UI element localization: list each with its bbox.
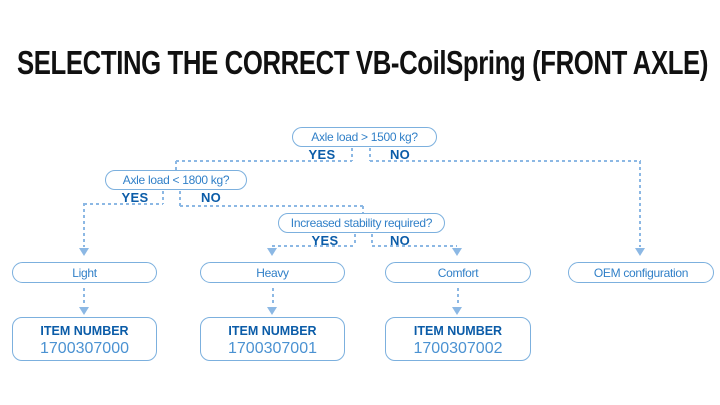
decision-3-yes-label: YES (311, 233, 339, 248)
outcome-comfort-label: Comfort (437, 265, 479, 280)
decision-1-no-label: NO (389, 147, 411, 162)
connector-d1-no-horizontal (370, 160, 641, 162)
item-box-heavy: ITEM NUMBER 1700307001 (200, 317, 345, 361)
connector-d2-yes-stub (162, 191, 164, 204)
item-box-comfort: ITEM NUMBER 1700307002 (385, 317, 531, 361)
item-number-comfort: 1700307002 (413, 340, 503, 357)
arrowhead-light-item-icon (79, 307, 89, 315)
arrowhead-oem-icon (635, 248, 645, 256)
page-title: SELECTING THE CORRECT VB-CoilSpring (FRO… (17, 44, 709, 81)
item-label-light: ITEM NUMBER (40, 324, 129, 338)
arrowhead-heavy-item-icon (267, 307, 277, 315)
decision-increased-stability-text: Increased stability required? (290, 216, 433, 230)
decision-2-yes-label: YES (121, 190, 149, 205)
decision-increased-stability: Increased stability required? (278, 213, 445, 233)
connector-to-d2-stub (175, 161, 177, 170)
connector-d3-yes-horizontal (272, 245, 355, 247)
decision-2-no-label: NO (200, 190, 222, 205)
connector-light-item (83, 288, 85, 306)
connector-d3-no-stub (371, 234, 373, 246)
outcome-oem-label: OEM configuration (593, 265, 689, 280)
decision-axle-load-1500-text: Axle load > 1500 kg? (311, 130, 418, 144)
arrowhead-comfort-item-icon (452, 307, 462, 315)
connector-heavy-item (272, 288, 274, 306)
item-box-light: ITEM NUMBER 1700307000 (12, 317, 157, 361)
arrowhead-light-icon (79, 248, 89, 256)
outcome-light-label: Light (72, 265, 97, 280)
connector-comfort-item (457, 288, 459, 306)
decision-1-yes-label: YES (308, 147, 336, 162)
connector-d3-no-horizontal (372, 245, 457, 247)
connector-d2-yes-horizontal (84, 203, 163, 205)
connector-d2-no-stub (179, 191, 181, 206)
connector-d1-yes-stub (351, 148, 353, 161)
connector-d3-yes-stub (354, 234, 356, 246)
connector-to-light-vertical (83, 203, 85, 247)
outcome-heavy: Heavy (200, 262, 345, 283)
connector-d2-no-horizontal (180, 205, 363, 207)
connector-to-oem-vertical (639, 161, 641, 247)
item-number-light: 1700307000 (40, 340, 129, 357)
outcome-comfort: Comfort (385, 262, 531, 283)
decision-axle-load-1800: Axle load < 1800 kg? (105, 170, 247, 190)
outcome-oem-configuration: OEM configuration (568, 262, 714, 283)
outcome-light: Light (12, 262, 157, 283)
outcome-heavy-label: Heavy (256, 265, 289, 280)
connector-d1-yes-horizontal (176, 160, 352, 162)
connector-d1-no-stub (369, 148, 371, 161)
arrowhead-comfort-icon (452, 248, 462, 256)
arrowhead-heavy-icon (267, 248, 277, 256)
item-label-heavy: ITEM NUMBER (228, 324, 317, 338)
connector-to-d3-stub (362, 206, 364, 213)
decision-axle-load-1800-text: Axle load < 1800 kg? (122, 173, 230, 187)
decision-axle-load-1500: Axle load > 1500 kg? (292, 127, 437, 147)
decision-3-no-label: NO (389, 233, 411, 248)
item-label-comfort: ITEM NUMBER (413, 324, 503, 338)
item-number-heavy: 1700307001 (228, 340, 317, 357)
